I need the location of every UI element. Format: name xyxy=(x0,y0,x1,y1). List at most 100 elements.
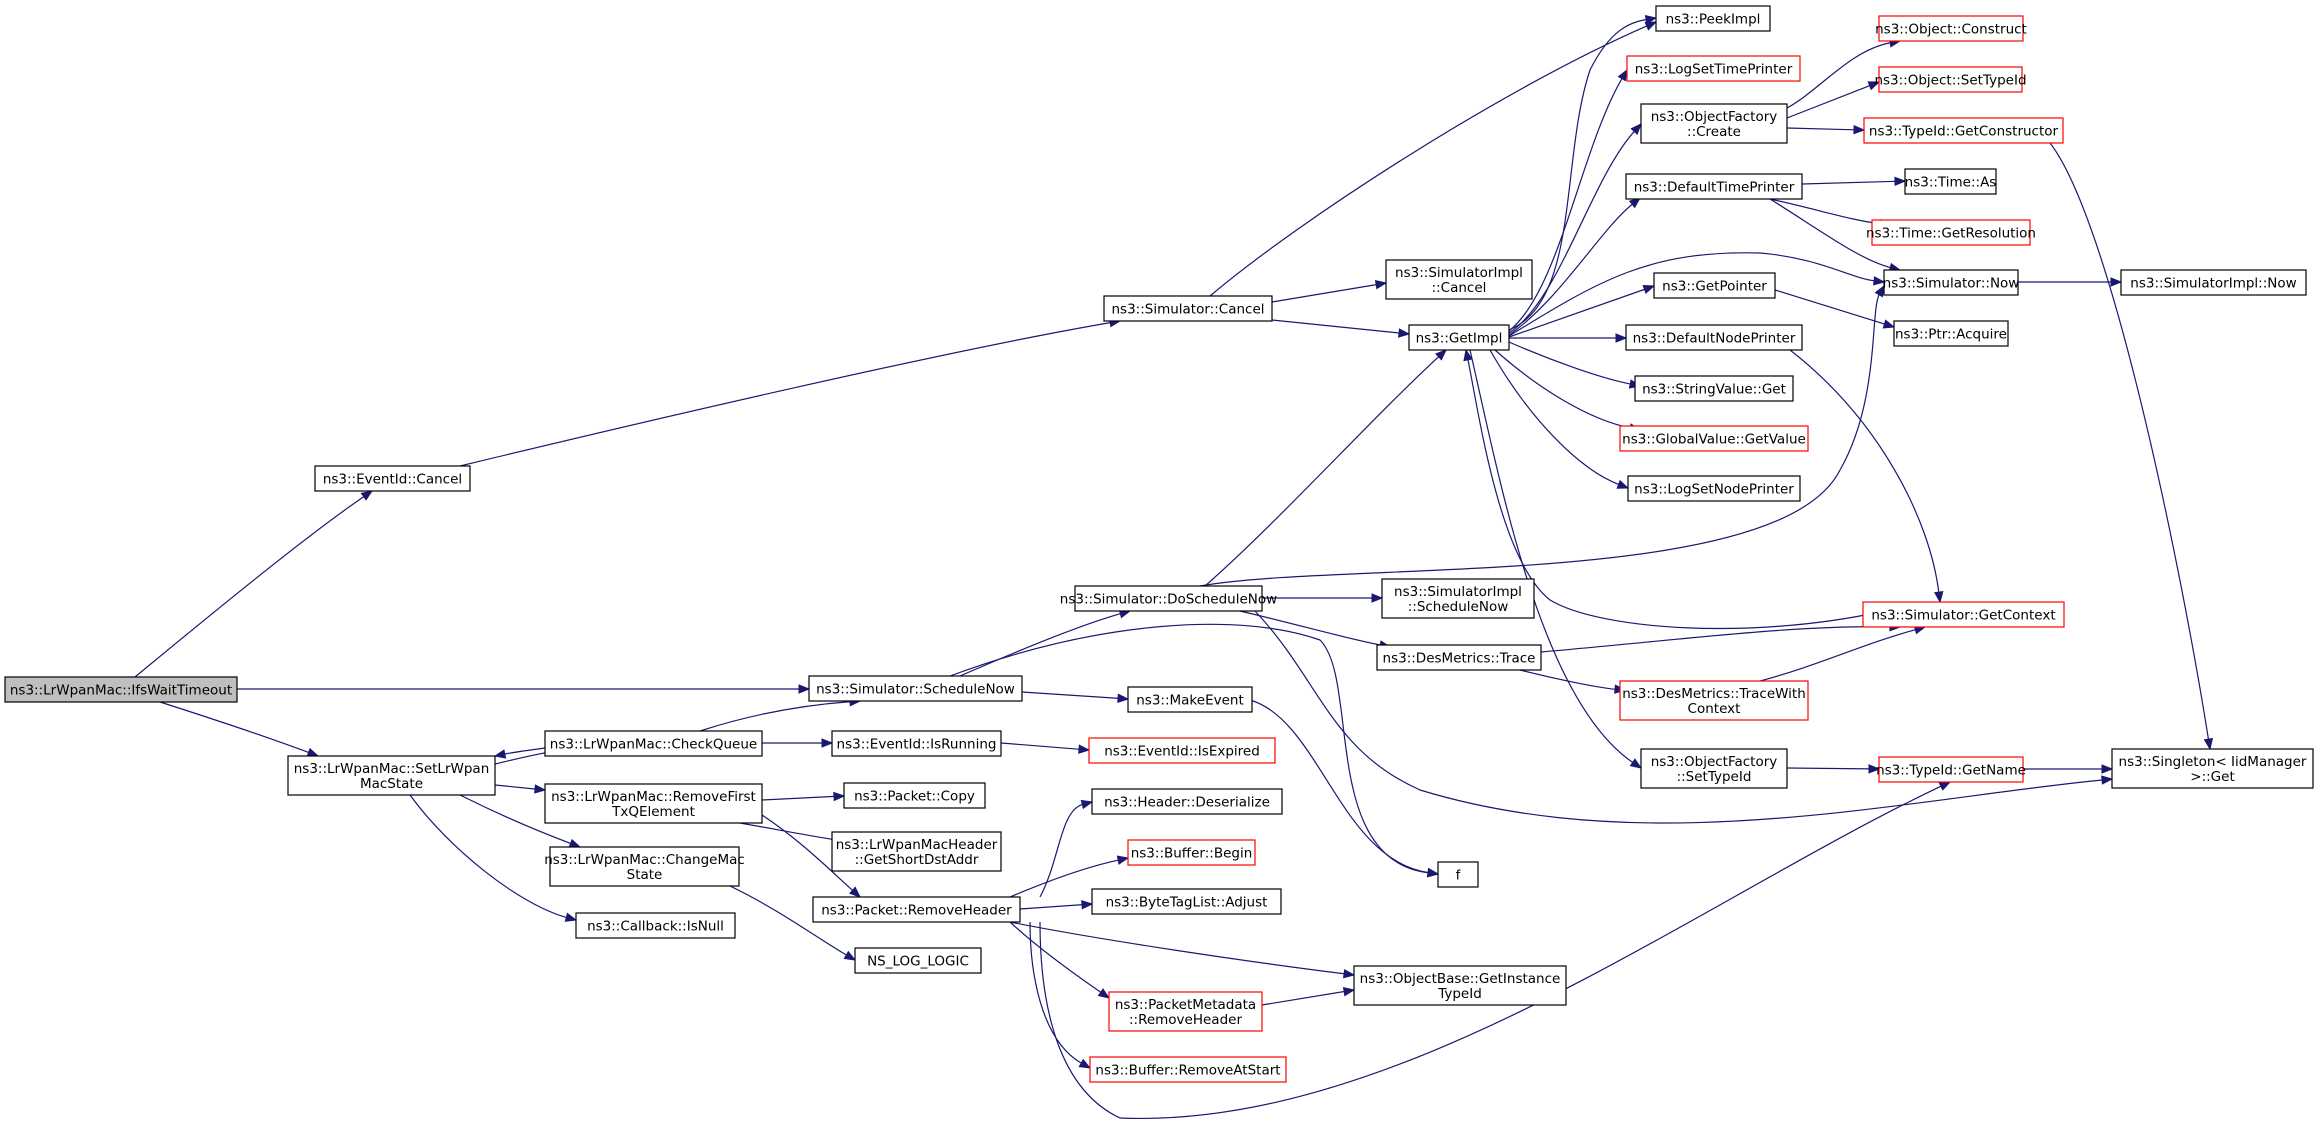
node-label: ns3::ObjectBase::GetInstance xyxy=(1360,971,1561,987)
call-edge-checkqueue-to-setstate xyxy=(493,747,546,759)
node-label: ns3::Packet::Copy xyxy=(854,789,975,805)
node-label: ::ScheduleNow xyxy=(1408,599,1509,615)
call-edge-makeevent-to-f xyxy=(1249,699,1440,878)
node-simimpl-schednow[interactable]: ns3::SimulatorImpl::ScheduleNow xyxy=(1381,578,1535,619)
node-label: ns3::Callback::IsNull xyxy=(587,919,724,935)
node-simimpl-now[interactable]: ns3::SimulatorImpl::Now xyxy=(2120,269,2307,296)
node-checkqueue[interactable]: ns3::LrWpanMac::CheckQueue xyxy=(544,730,763,757)
node-getpointer[interactable]: ns3::GetPointer xyxy=(1653,272,1776,299)
call-edge-removeheader-to-hdr_deser xyxy=(1039,799,1094,898)
node-pktmeta-remove[interactable]: ns3::PacketMetadata::RemoveHeader xyxy=(1108,991,1263,1032)
call-edge-getpointer-to-ptr_acquire xyxy=(1774,289,1896,329)
node-objfactory-create[interactable]: ns3::ObjectFactory::Create xyxy=(1640,103,1788,144)
call-edge-removeheader-to-pktmeta_remove xyxy=(1009,921,1111,999)
node-label: ns3::EventId::IsExpired xyxy=(1104,744,1260,760)
node-ns-log-logic[interactable]: NS_LOG_LOGIC xyxy=(854,947,982,974)
call-edge-setstate-to-removefirst xyxy=(494,784,547,794)
node-label: Context xyxy=(1688,701,1741,717)
call-edge-desmetrics_tracewith-to-sim_getcontext xyxy=(1759,625,1927,682)
node-stringvalue-get[interactable]: ns3::StringValue::Get xyxy=(1634,375,1794,402)
node-label: >::Get xyxy=(2190,769,2234,785)
node-desmetrics-trace[interactable]: ns3::DesMetrics::Trace xyxy=(1376,644,1542,671)
node-cb-isnull[interactable]: ns3::Callback::IsNull xyxy=(575,912,736,939)
node-buf-begin[interactable]: ns3::Buffer::Begin xyxy=(1127,839,1256,866)
node-label: NS_LOG_LOGIC xyxy=(867,954,969,970)
node-removeheader[interactable]: ns3::Packet::RemoveHeader xyxy=(812,896,1021,923)
node-time-as[interactable]: ns3::Time::As xyxy=(1904,168,1997,195)
node-do-sched[interactable]: ns3::Simulator::DoScheduleNow xyxy=(1060,585,1277,612)
node-eventid-cancel[interactable]: ns3::EventId::Cancel xyxy=(314,465,471,492)
node-typeid-getctor[interactable]: ns3::TypeId::GetConstructor xyxy=(1863,117,2064,144)
call-edge-removefirst-to-removeheader xyxy=(761,814,862,898)
node-objfactory-settypeid[interactable]: ns3::ObjectFactory::SetTypeId xyxy=(1640,748,1788,789)
node-time-getres[interactable]: ns3::Time::GetResolution xyxy=(1866,219,2036,246)
node-label: ns3::Object::SetTypeId xyxy=(1874,73,2026,89)
node-sched-now[interactable]: ns3::Simulator::ScheduleNow xyxy=(808,675,1023,702)
node-label: State xyxy=(627,867,663,883)
node-isrunning[interactable]: ns3::EventId::IsRunning xyxy=(831,730,1002,757)
node-label: ns3::LogSetTimePrinter xyxy=(1635,62,1793,78)
call-edge-sim_now-to-simimpl_now xyxy=(2018,277,2123,287)
node-getshortdst[interactable]: ns3::LrWpanMacHeader::GetShortDstAddr xyxy=(831,831,1002,872)
node-obj-construct[interactable]: ns3::Object::Construct xyxy=(1875,15,2027,42)
call-edge-sim_cancel-to-simimpl_cancel xyxy=(1271,280,1388,303)
node-label: ns3::TypeId::GetConstructor xyxy=(1869,124,2059,140)
node-buf-removeatstart[interactable]: ns3::Buffer::RemoveAtStart xyxy=(1089,1056,1287,1083)
node-f[interactable]: f xyxy=(1437,861,1479,888)
node-label: ns3::LrWpanMacHeader xyxy=(836,837,998,853)
node-label: ns3::LrWpanMac::IfsWaitTimeout xyxy=(10,683,232,699)
node-sim-now[interactable]: ns3::Simulator::Now xyxy=(1883,269,2020,296)
node-label: ns3::LrWpanMac::SetLrWpan xyxy=(294,761,490,777)
node-getimpl[interactable]: ns3::GetImpl xyxy=(1408,324,1510,351)
node-label: ns3::LrWpanMac::ChangeMac xyxy=(544,852,745,868)
call-edge-do_sched-to-desmetrics_trace xyxy=(1239,610,1392,650)
call-edge-objfactory_create-to-typeid_getctor xyxy=(1786,124,1866,135)
node-label: ns3::Object::Construct xyxy=(1875,22,2027,38)
node-bytetag-adjust[interactable]: ns3::ByteTagList::Adjust xyxy=(1091,888,1282,915)
call-edge-setstate-to-changemac xyxy=(459,794,582,848)
node-label: ns3::ObjectFactory xyxy=(1651,754,1778,770)
node-logsetnodeprinter[interactable]: ns3::LogSetNodePrinter xyxy=(1627,475,1801,502)
node-label: ns3::Simulator::Now xyxy=(1883,276,2020,292)
call-edge-do_sched-to-getimpl xyxy=(1204,349,1447,587)
node-label: ns3::Buffer::RemoveAtStart xyxy=(1095,1063,1280,1079)
call-edge-eventid_cancel-to-sim_cancel xyxy=(459,318,1122,467)
call-edge-sim_cancel-to-peekimpl xyxy=(1209,21,1658,297)
call-edge-typeid_getname-to-singleton_get xyxy=(2023,764,2114,774)
node-ptr-acquire[interactable]: ns3::Ptr::Acquire xyxy=(1893,320,2009,347)
node-simimpl-cancel[interactable]: ns3::SimulatorImpl::Cancel xyxy=(1385,259,1533,300)
call-edge-root-to-eventid_cancel xyxy=(134,490,374,678)
node-label: ns3::Buffer::Begin xyxy=(1131,846,1253,862)
call-edge-objfactory_settypeid-to-typeid_getname xyxy=(1786,764,1881,774)
node-defaultnodeprinter[interactable]: ns3::DefaultNodePrinter xyxy=(1625,324,1803,351)
node-logsettimeprinter[interactable]: ns3::LogSetTimePrinter xyxy=(1626,55,1801,82)
node-peekimpl[interactable]: ns3::PeekImpl xyxy=(1655,5,1771,32)
node-isexpired[interactable]: ns3::EventId::IsExpired xyxy=(1088,737,1276,764)
call-edge-removeheader-to-bytetag_adjust xyxy=(1019,899,1094,910)
node-makeevent[interactable]: ns3::MakeEvent xyxy=(1127,686,1253,713)
node-sim-getcontext[interactable]: ns3::Simulator::GetContext xyxy=(1862,601,2065,628)
node-globalvalue-getvalue[interactable]: ns3::GlobalValue::GetValue xyxy=(1619,425,1809,452)
node-pkt-copy[interactable]: ns3::Packet::Copy xyxy=(843,782,986,809)
node-sim-cancel[interactable]: ns3::Simulator::Cancel xyxy=(1103,295,1273,322)
node-label: ns3::Header::Deserialize xyxy=(1104,795,1270,811)
call-edge-sched_now-to-do_sched xyxy=(959,609,1132,677)
node-singleton-get[interactable]: ns3::Singleton< IidManager>::Get xyxy=(2111,748,2314,789)
node-label: ns3::DefaultNodePrinter xyxy=(1633,331,1796,347)
node-hdr-deser[interactable]: ns3::Header::Deserialize xyxy=(1091,788,1283,815)
node-label: ns3::GetImpl xyxy=(1416,331,1503,347)
node-defaulttimeprinter[interactable]: ns3::DefaultTimePrinter xyxy=(1625,173,1803,200)
call-edge-sim_getcontext-to-getimpl xyxy=(1463,348,1881,630)
node-obj-settypeid[interactable]: ns3::Object::SetTypeId xyxy=(1874,66,2027,93)
node-label: ns3::Ptr::Acquire xyxy=(1895,327,2007,343)
node-root[interactable]: ns3::LrWpanMac::IfsWaitTimeout xyxy=(4,676,238,703)
node-label: ns3::ByteTagList::Adjust xyxy=(1106,895,1268,911)
call-edge-defaulttimeprinter-to-time_as xyxy=(1801,176,1907,187)
node-typeid-getname[interactable]: ns3::TypeId::GetName xyxy=(1876,756,2026,783)
